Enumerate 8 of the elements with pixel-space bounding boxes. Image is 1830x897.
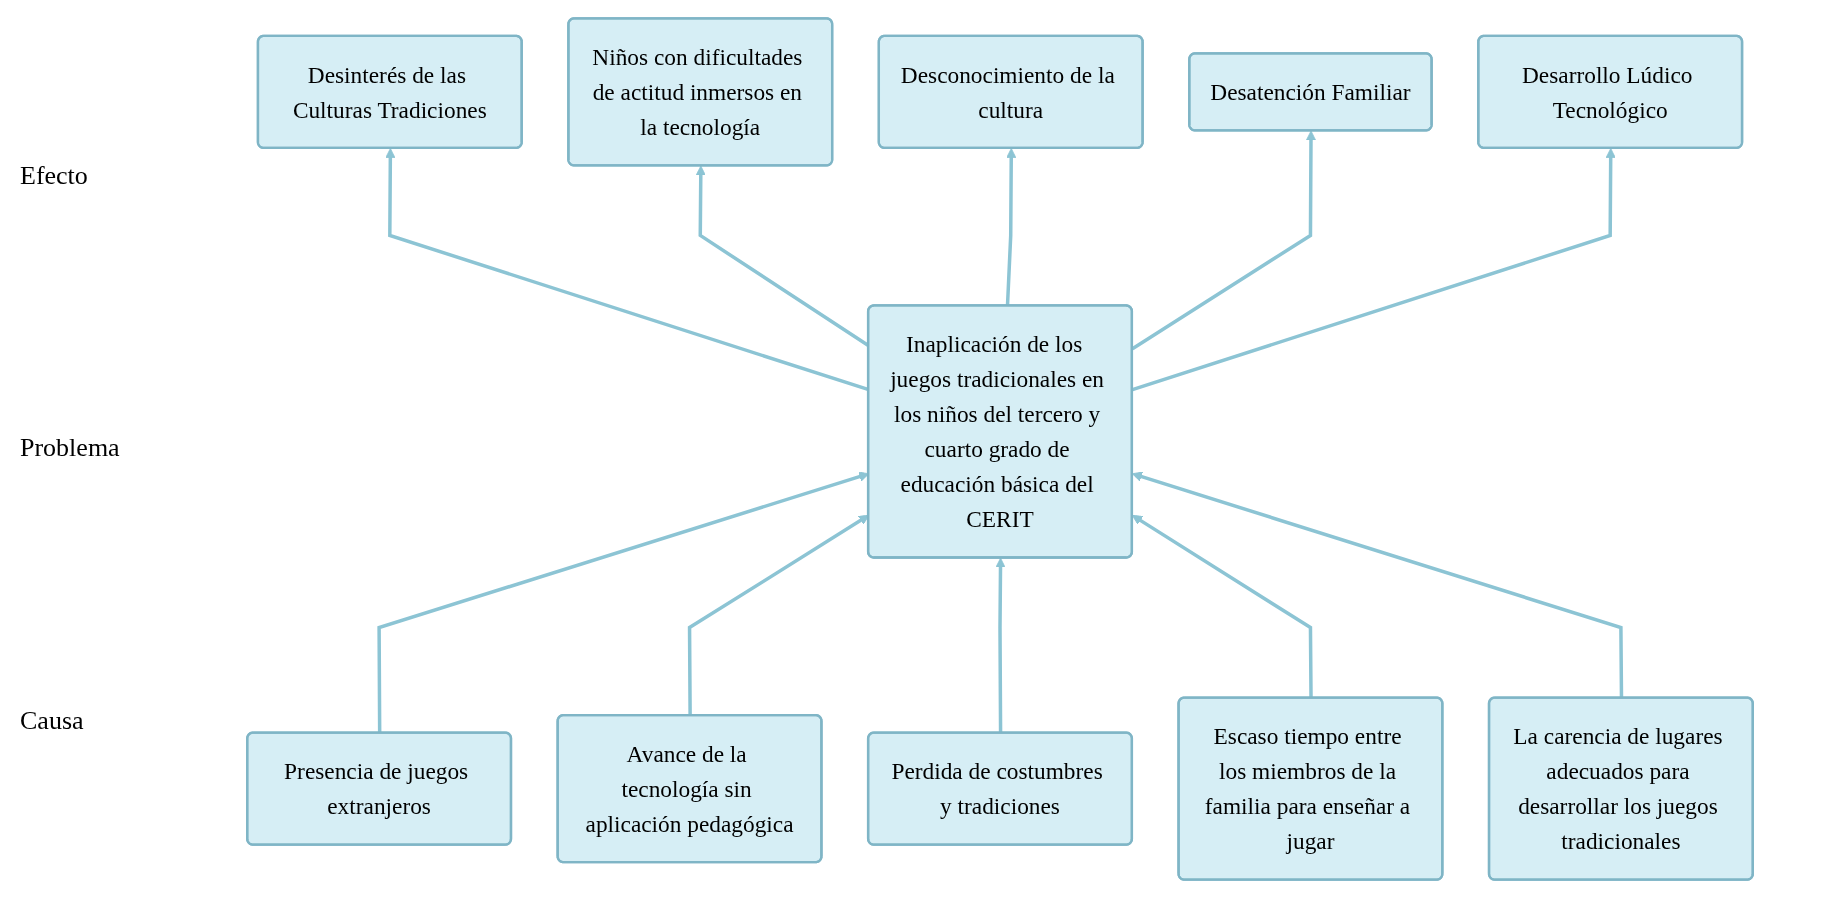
row-label: Causa [19, 705, 85, 736]
arrow [1131, 147, 1616, 391]
arrow [995, 557, 1006, 733]
arrow [1132, 514, 1313, 698]
row-label: Problema [19, 433, 121, 464]
row-label: Efecto [19, 161, 89, 192]
arrow [1131, 130, 1317, 350]
arrow [1132, 471, 1624, 698]
